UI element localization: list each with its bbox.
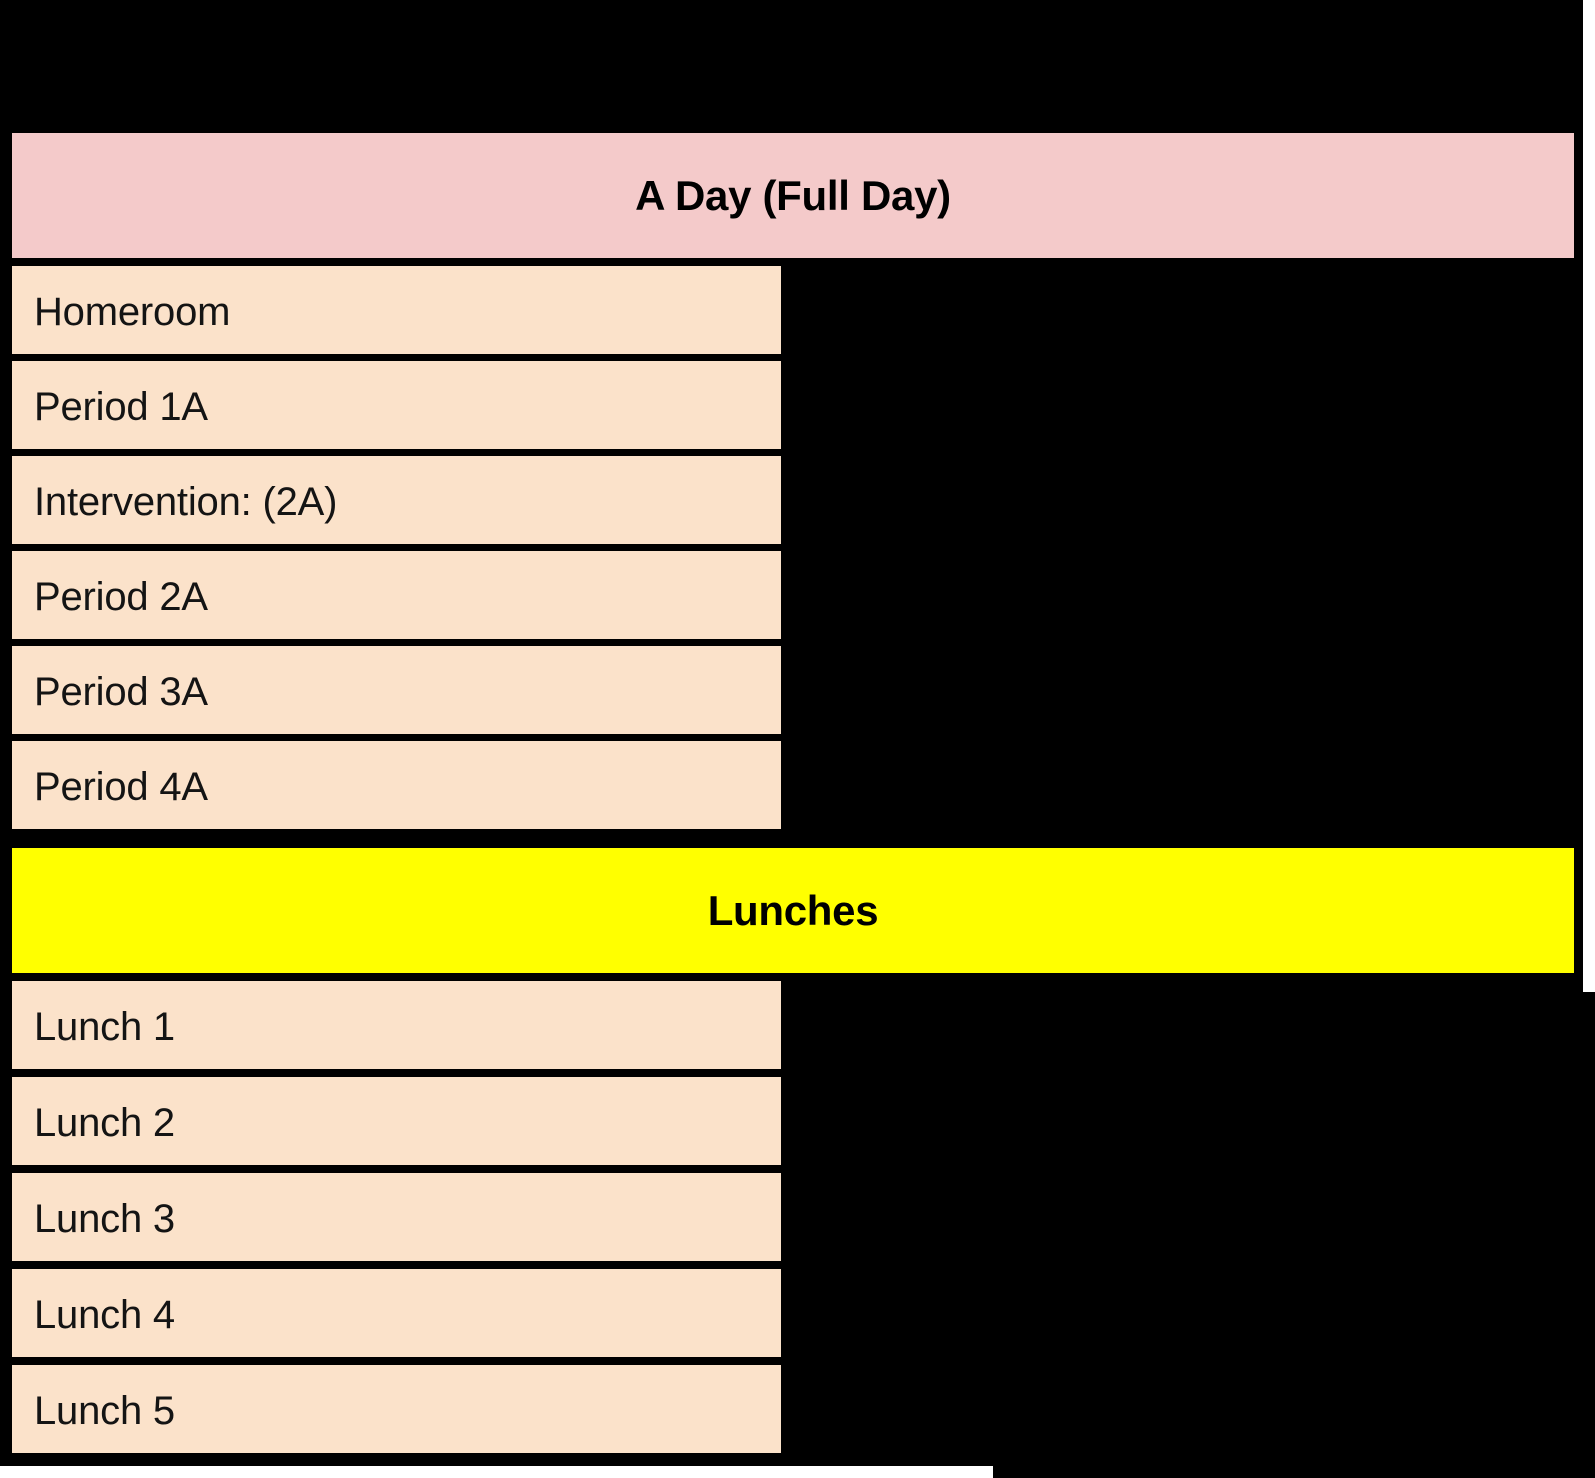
row-label: Period 4A xyxy=(34,765,208,809)
right-margin-strip xyxy=(1583,0,1595,992)
bottom-margin-strip xyxy=(0,1466,993,1478)
schedule-row-period-4a[interactable]: Period 4A xyxy=(8,737,785,833)
schedule-row-lunch-3[interactable]: Lunch 3 xyxy=(8,1169,785,1265)
day-header-band: A Day (Full Day) xyxy=(8,129,1578,262)
schedule-row-period-2a[interactable]: Period 2A xyxy=(8,547,785,643)
row-label: Lunch 5 xyxy=(34,1389,175,1433)
row-label: Period 1A xyxy=(34,385,208,429)
schedule-row-lunch-4[interactable]: Lunch 4 xyxy=(8,1265,785,1361)
row-label: Lunch 3 xyxy=(34,1197,175,1241)
schedule-row-period-1a[interactable]: Period 1A xyxy=(8,357,785,453)
schedule-row-period-3a[interactable]: Period 3A xyxy=(8,642,785,738)
row-label: Period 3A xyxy=(34,670,208,714)
row-label: Lunch 2 xyxy=(34,1101,175,1145)
schedule-row-lunch-5[interactable]: Lunch 5 xyxy=(8,1361,785,1457)
row-label: Lunch 4 xyxy=(34,1293,175,1337)
schedule-row-lunch-1[interactable]: Lunch 1 xyxy=(8,977,785,1073)
lunches-header-label: Lunches xyxy=(707,886,879,934)
schedule-row-lunch-2[interactable]: Lunch 2 xyxy=(8,1073,785,1169)
lunches-header-band: Lunches xyxy=(8,844,1578,977)
row-label: Period 2A xyxy=(34,575,208,619)
schedule-row-intervention-2a[interactable]: Intervention: (2A) xyxy=(8,452,785,548)
schedule-row-homeroom[interactable]: Homeroom xyxy=(8,262,785,358)
row-label: Lunch 1 xyxy=(34,1005,175,1049)
day-header-label: A Day (Full Day) xyxy=(635,171,951,219)
row-label: Intervention: (2A) xyxy=(34,480,338,524)
row-label: Homeroom xyxy=(34,290,231,334)
